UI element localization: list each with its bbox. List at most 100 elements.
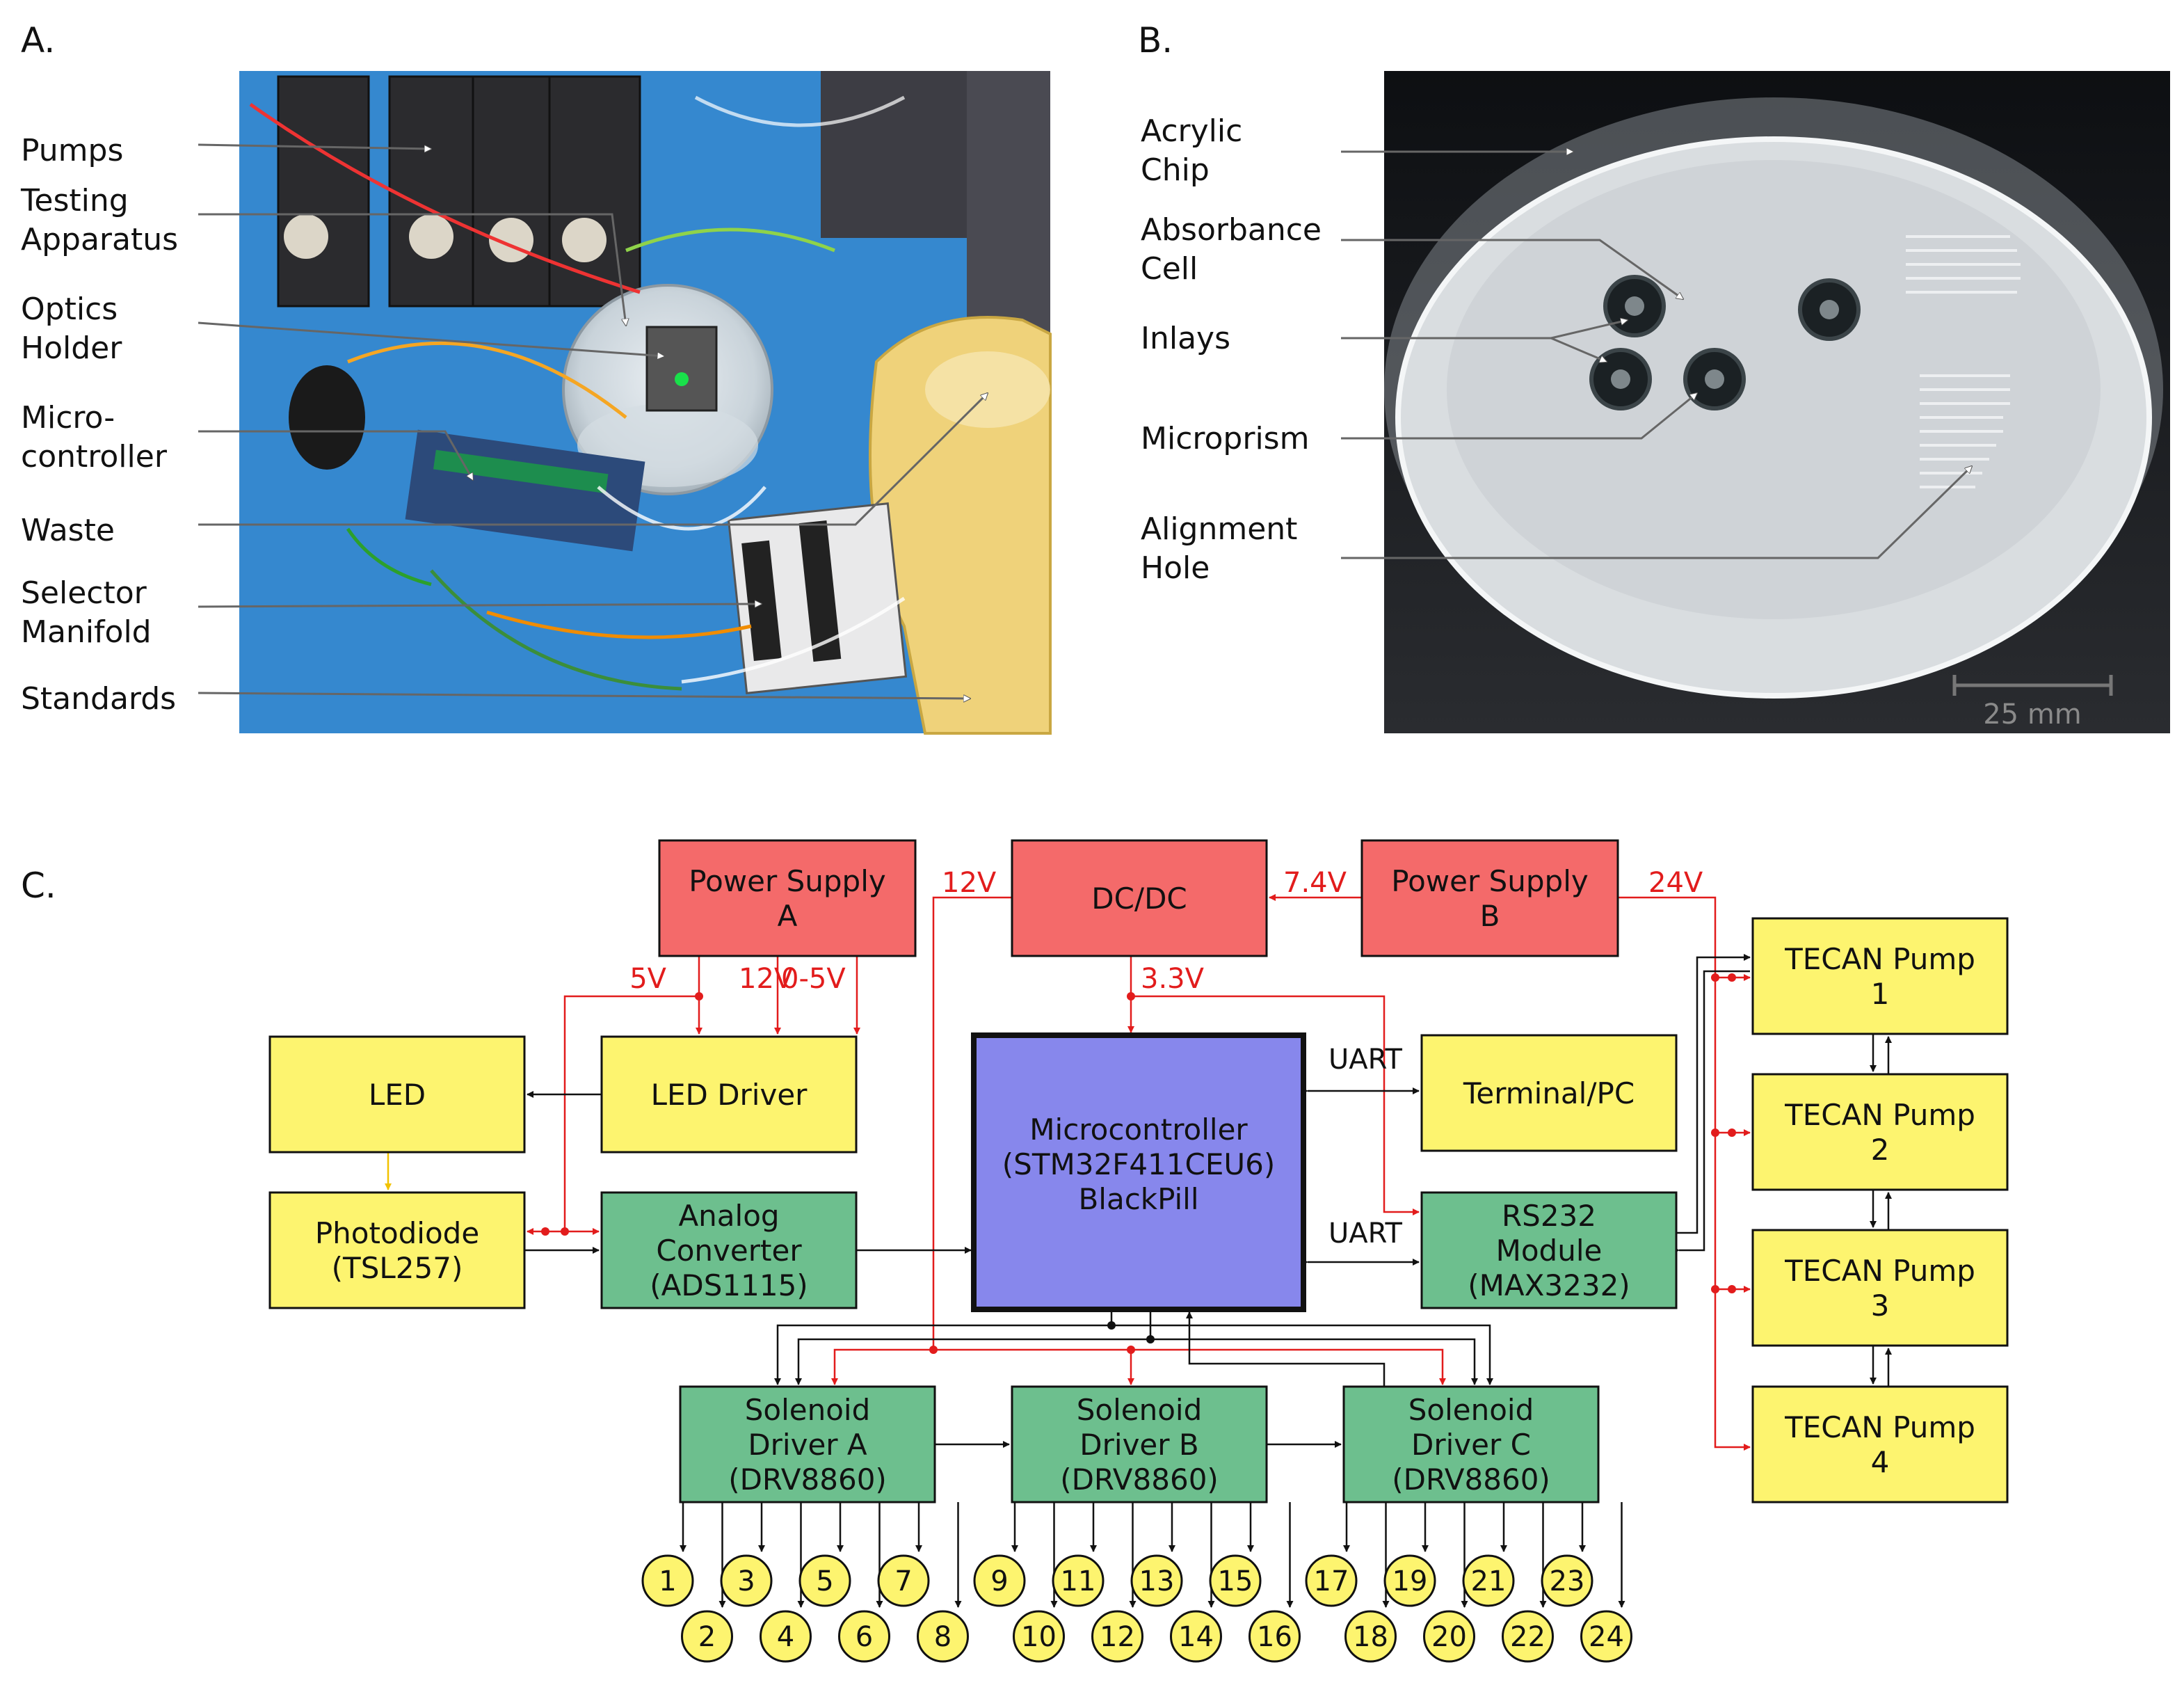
valve-label-14: 14 <box>1178 1621 1214 1653</box>
callout-a-0-line: Pumps <box>21 133 123 168</box>
callout-a-5-line: Manifold <box>21 614 152 650</box>
block-rs232-label-line: (MAX3232) <box>1468 1268 1630 1302</box>
valve-circle-2 <box>681 1610 733 1663</box>
valve-circle-15 <box>1209 1554 1262 1607</box>
callout-b-arrow-2-b <box>1550 337 1607 362</box>
valve-label-20: 20 <box>1431 1621 1467 1653</box>
valve-14: 14 <box>1170 1502 1222 1663</box>
valve-12: 12 <box>1091 1502 1143 1663</box>
junction-24v-mid-1 <box>1728 973 1736 982</box>
block-mcu-label-line: BlackPill <box>1078 1182 1198 1216</box>
valve-circle-24 <box>1580 1610 1632 1663</box>
valve-15: 15 <box>1209 1502 1262 1607</box>
block-led-label: LED <box>369 1078 426 1112</box>
block-tecan1-box <box>1751 917 2009 1035</box>
valve-circle-23 <box>1541 1554 1593 1607</box>
valve-circle-4 <box>760 1610 812 1663</box>
block-adc-box <box>600 1191 858 1309</box>
block-sol-a-box <box>679 1385 936 1503</box>
junction-5v <box>695 992 703 1000</box>
valve-24: 24 <box>1580 1502 1632 1663</box>
block-tecan3-box <box>1751 1229 2009 1347</box>
valve-label-19: 19 <box>1392 1565 1428 1597</box>
valve-circle-22 <box>1502 1610 1554 1663</box>
block-sol-a-label-line: Solenoid <box>745 1393 871 1427</box>
callout-b-1-line: Absorbance <box>1141 212 1322 248</box>
block-sol-b-label-line: Solenoid <box>1077 1393 1203 1427</box>
valve-circle-7 <box>877 1554 930 1607</box>
block-tecan3-label-line: 3 <box>1871 1289 1890 1323</box>
callout-a-arrow-2 <box>198 321 664 356</box>
valve-label-1: 1 <box>659 1565 676 1597</box>
valve-circle-13 <box>1130 1554 1183 1607</box>
valve-18: 18 <box>1344 1502 1397 1663</box>
callout-b-0-line: Acrylic <box>1141 113 1242 149</box>
wire-label-v5: 5V <box>629 963 666 995</box>
valve-label-12: 12 <box>1100 1621 1135 1653</box>
block-psu-a-label-line: Power Supply <box>689 864 885 898</box>
valve-1: 1 <box>641 1502 694 1607</box>
valve-label-13: 13 <box>1139 1565 1175 1597</box>
block-psu-b-label-line: Power Supply <box>1391 864 1588 898</box>
block-mcu-label: Microcontroller(STM32F411CEU6)BlackPill <box>1002 1112 1275 1216</box>
callout-a-3-line: controller <box>21 439 168 474</box>
block-tecan1-label-line: 1 <box>1871 977 1890 1011</box>
wire-label-v24: 24V <box>1648 867 1703 899</box>
photo-a <box>239 71 1052 735</box>
callout-a-arrow-6 <box>198 692 970 699</box>
block-tecan4-label-line: TECAN Pump <box>1784 1410 1975 1444</box>
valve-6: 6 <box>838 1502 890 1663</box>
wire-bus-1 <box>774 1309 1113 1385</box>
block-adc-label-line: (ADS1115) <box>650 1268 808 1302</box>
wire-label-v33: 3.3V <box>1141 963 1205 995</box>
valve-20: 20 <box>1423 1502 1475 1663</box>
valve-8: 8 <box>917 1502 969 1663</box>
junction-bus-2 <box>1146 1335 1155 1343</box>
block-psu-a-label-line: A <box>778 899 798 933</box>
wire-33v-rs232 <box>1131 995 1420 1215</box>
valve-7: 7 <box>877 1502 930 1607</box>
block-tecan3-label-line: TECAN Pump <box>1784 1254 1975 1288</box>
block-terminal-label: Terminal/PC <box>1463 1076 1635 1110</box>
wire-bus-2 <box>795 1309 1152 1385</box>
junction-24v-1 <box>1711 973 1719 982</box>
valve-label-10: 10 <box>1021 1621 1057 1653</box>
callout-b-0-line: Chip <box>1141 152 1210 188</box>
valve-circle-6 <box>838 1610 890 1663</box>
wire-label-uart2: UART <box>1328 1218 1403 1250</box>
callout-b-4-line: Hole <box>1141 550 1210 586</box>
wire-label-v05: 0-5V <box>781 963 846 995</box>
junction-5v-pd <box>541 1227 549 1236</box>
callout-a-5-line: Selector <box>21 575 147 611</box>
block-psu-a-box <box>658 839 917 957</box>
valve-circle-10 <box>1013 1610 1065 1663</box>
block-photodiode: Photodiode(TSL257) <box>268 1191 526 1309</box>
valve-label-11: 11 <box>1061 1565 1096 1597</box>
callout-a-arrow-0 <box>198 143 431 149</box>
valve-2: 2 <box>681 1502 733 1663</box>
wire-bus-1b <box>1111 1324 1493 1385</box>
valve-label-8: 8 <box>934 1621 952 1653</box>
block-rs232-label-line: Module <box>1496 1234 1603 1268</box>
block-dcdc: DC/DC <box>1011 839 1268 957</box>
block-sol-b-box <box>1011 1385 1268 1503</box>
block-dcdc-label: DC/DC <box>1091 882 1187 916</box>
callout-b-1-line: Cell <box>1141 251 1198 287</box>
microchannels <box>1906 235 2021 488</box>
valve-circle-16 <box>1248 1610 1301 1663</box>
